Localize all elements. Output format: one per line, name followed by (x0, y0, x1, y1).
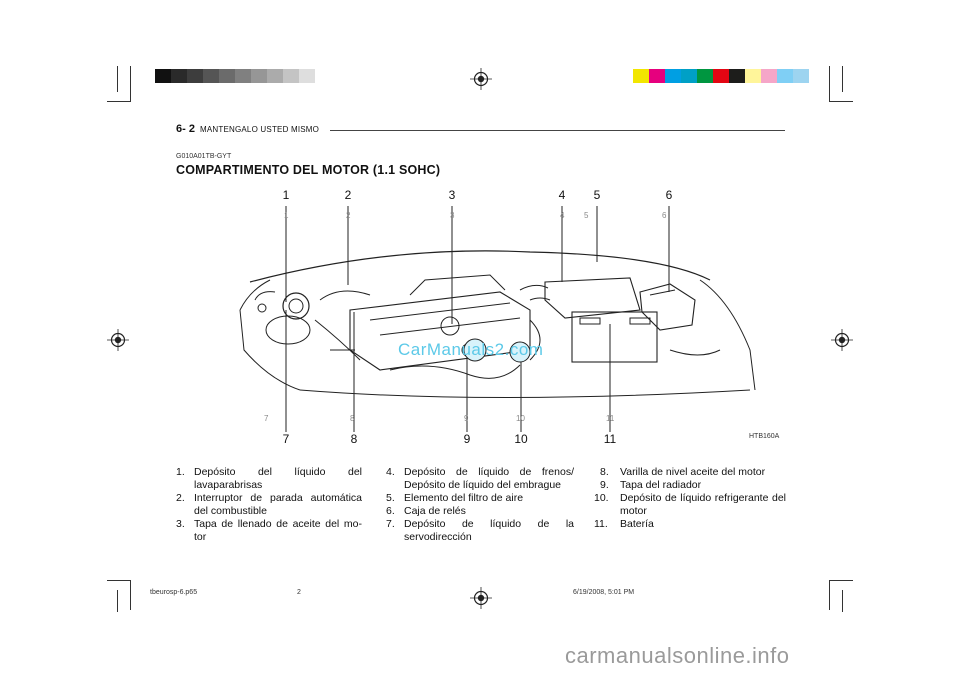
callout-1: 1 (282, 188, 290, 202)
color-swatch (761, 69, 777, 83)
legend-item: 11.Batería (594, 518, 654, 530)
doc-code: G010A01TB-GYT (176, 153, 232, 160)
color-swatch (633, 69, 649, 83)
svg-text:4: 4 (560, 211, 565, 220)
legend-column-2: 4.Depósito de líquido de frenos/ Depósit… (386, 466, 574, 544)
legend-column-1: 1.Depósito del líquido del lavaparabrisa… (176, 466, 362, 544)
registration-mark-icon (470, 68, 492, 90)
legend-item: 10.Depósito de líquido refrigerante del … (594, 492, 786, 517)
svg-text:5: 5 (584, 211, 589, 220)
callout-9: 9 (463, 432, 471, 446)
svg-text:8: 8 (350, 414, 355, 423)
crop-mark (107, 580, 131, 581)
svg-text:7: 7 (264, 414, 269, 423)
crop-mark (842, 66, 843, 92)
svg-text:2: 2 (346, 211, 351, 220)
color-swatch (251, 69, 267, 83)
crop-mark (130, 66, 131, 102)
callout-8: 8 (350, 432, 358, 446)
callout-2: 2 (344, 188, 352, 202)
legend-item: 7.Depósito de líquido de la servodirecci… (386, 518, 574, 543)
legend-item: 9.Tapa del radiador (600, 479, 702, 491)
crop-mark (829, 101, 853, 102)
callout-6: 6 (665, 188, 673, 202)
callout-11: 11 (603, 432, 617, 446)
color-swatch (267, 69, 283, 83)
legend-item: 4.Depósito de líquido de frenos/ Depósit… (386, 466, 574, 491)
svg-text:1: 1 (284, 211, 289, 220)
color-swatch (697, 69, 713, 83)
color-swatch (729, 69, 745, 83)
crop-mark (117, 66, 118, 92)
svg-text:11: 11 (606, 414, 615, 423)
color-swatch (283, 69, 299, 83)
registration-mark-icon (470, 587, 492, 609)
figure-code: HTB160A (749, 433, 780, 440)
legend-item: 3.Tapa de llenado de aceite del mo-tor (176, 518, 362, 543)
color-swatch (235, 69, 251, 83)
legend-item: 1.Depósito del líquido del lavaparabrisa… (176, 466, 362, 491)
header-rule (330, 130, 785, 131)
color-swatch (155, 69, 171, 83)
svg-text:10: 10 (516, 414, 525, 423)
crop-mark (107, 101, 131, 102)
section-title: MANTENGALO USTED MISMO (200, 125, 320, 134)
color-swatch (665, 69, 681, 83)
legend-item: 5.Elemento del filtro de aire (386, 492, 524, 504)
color-swatch (745, 69, 761, 83)
color-swatch (777, 69, 793, 83)
footer-timestamp: 6/19/2008, 5:01 PM (573, 589, 635, 596)
svg-text:6: 6 (662, 211, 667, 220)
color-swatch (203, 69, 219, 83)
registration-mark-icon (831, 329, 853, 351)
crop-mark (842, 590, 843, 612)
color-swatch (219, 69, 235, 83)
crop-mark (829, 580, 853, 581)
site-watermark: carmanualsonline.info (565, 643, 790, 668)
svg-text:9: 9 (464, 414, 469, 423)
legend-column-3: 8.Varilla de nivel aceite del motor 9.Ta… (594, 466, 786, 531)
footer-filename: tbeurosp-6.p65 (150, 589, 198, 596)
color-swatch (649, 69, 665, 83)
engine-compartment-diagram: 1 2 3 4 5 6 7 8 9 10 11 (239, 206, 756, 432)
page-title: COMPARTIMENTO DEL MOTOR (1.1 SOHC) (176, 163, 441, 177)
crop-mark (130, 580, 131, 610)
color-swatch (793, 69, 809, 83)
color-swatch (681, 69, 697, 83)
svg-text:3: 3 (450, 211, 455, 220)
crop-mark (829, 66, 830, 102)
color-swatch (713, 69, 729, 83)
legend-item: 2.Interruptor de parada automática del c… (176, 492, 362, 517)
callout-7: 7 (282, 432, 290, 446)
color-swatch (299, 69, 315, 83)
crop-mark (117, 590, 118, 612)
registration-mark-icon (107, 329, 129, 351)
legend-item: 8.Varilla de nivel aceite del motor (600, 466, 766, 478)
footer-page: 2 (297, 589, 301, 596)
callout-4: 4 (558, 188, 566, 202)
watermark-text: CarManuals2.com (398, 340, 544, 359)
crop-mark (829, 580, 830, 610)
callout-3: 3 (448, 188, 456, 202)
color-swatch (171, 69, 187, 83)
color-swatch (187, 69, 203, 83)
callout-10: 10 (514, 432, 528, 446)
callout-5: 5 (593, 188, 601, 202)
page-number: 6- 2 (176, 123, 195, 135)
legend-item: 6.Caja de relés (386, 505, 466, 517)
